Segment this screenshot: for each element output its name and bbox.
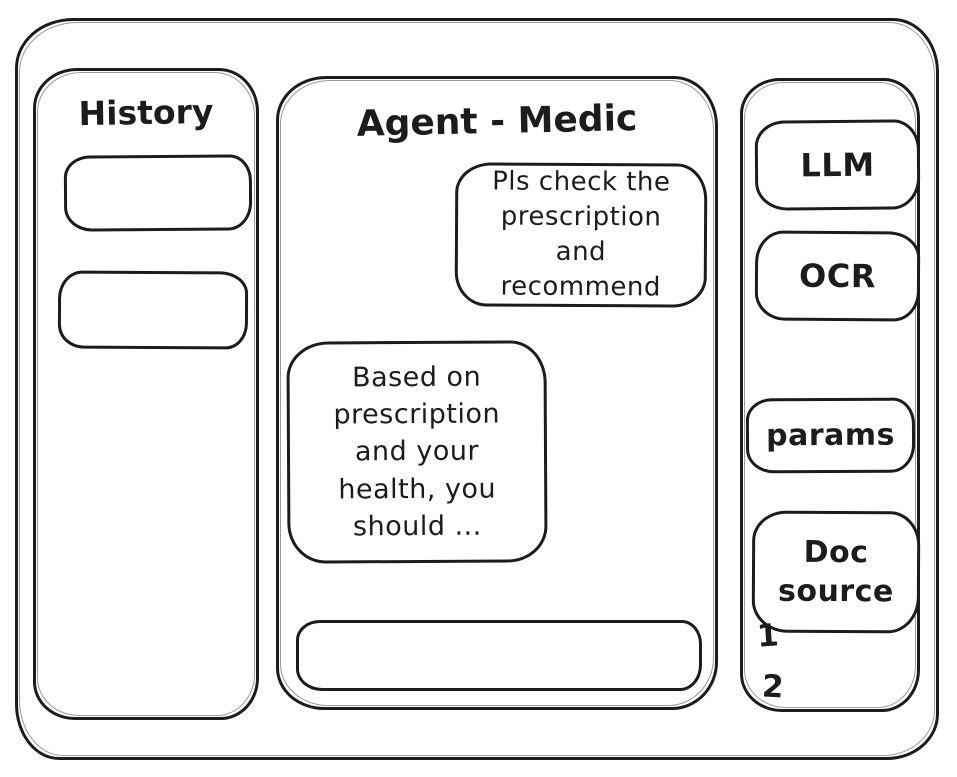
history-panel: History (33, 68, 259, 720)
chat-message-assistant: Based on prescription and your health, y… (286, 340, 548, 564)
chat-message-user: Pls check the prescription and recommend (454, 162, 708, 308)
history-item[interactable] (57, 270, 249, 350)
history-item[interactable] (63, 154, 253, 232)
params-button[interactable]: params (745, 397, 916, 474)
doc-source-button[interactable]: Doc source (751, 510, 921, 634)
ocr-button[interactable]: OCR (754, 230, 921, 322)
tools-panel: LLM OCR params Doc source 1 2 (740, 78, 921, 712)
doc-source-item-1[interactable]: 1 (755, 617, 780, 655)
llm-button[interactable]: LLM (754, 119, 921, 211)
chat-panel-title: Agent - Medic (356, 98, 638, 145)
doc-source-item-2[interactable]: 2 (761, 668, 785, 706)
history-panel-title: History (78, 91, 214, 134)
chat-input[interactable] (296, 620, 702, 691)
chat-panel: Agent - Medic Pls check the prescription… (276, 76, 718, 710)
